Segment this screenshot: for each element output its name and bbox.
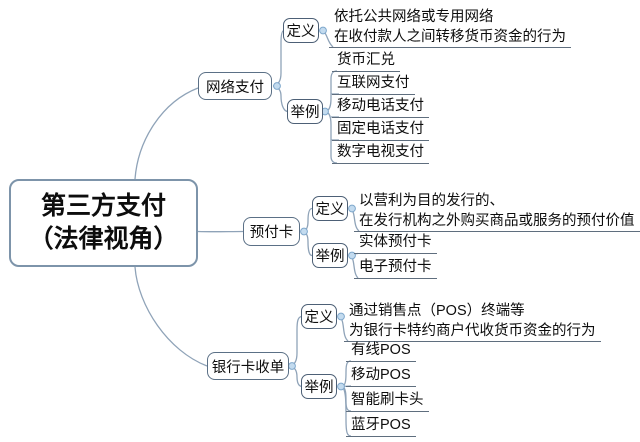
connector [272,85,289,113]
sub-node-examples-network[interactable]: 举例 [287,99,323,124]
leaf-definition-network[interactable]: 依托公共网络或专用网络 在收付款人之间转移货币资金的行为 [329,7,571,48]
definition-line: 在发行机构之外购买商品或服务的预付价值 [359,213,635,229]
leaf-definition-acquiring[interactable]: 通过销售点（POS）终端等 为银行卡特约商户代收货币资金的行为 [344,301,601,342]
collapse-handle-icon[interactable] [300,227,308,236]
leaf-example-wired-pos[interactable]: 有线POS [346,340,416,362]
collapse-handle-icon[interactable] [319,26,327,35]
leaf-example-mobile-pos[interactable]: 移动POS [346,365,416,387]
leaf-example-digital-tv-payment[interactable]: 数字电视支付 [332,142,429,164]
collapse-handle-icon[interactable] [348,204,356,213]
sub-node-definition-acquiring[interactable]: 定义 [301,304,337,329]
sub-node-examples-acquiring[interactable]: 举例 [301,374,337,399]
leaf-definition-prepaid[interactable]: 以营利为目的发行的、 在发行机构之外购买商品或服务的预付价值 [354,191,640,232]
branch-node-prepaid-card[interactable]: 预付卡 [243,217,300,246]
collapse-handle-icon[interactable] [337,382,345,391]
collapse-handle-icon[interactable] [288,362,296,370]
collapse-handle-icon[interactable] [348,251,356,260]
leaf-example-mobile-phone-payment[interactable]: 移动电话支付 [332,96,429,118]
connector [341,386,352,437]
connector [324,110,338,164]
definition-line: 依托公共网络或专用网络 [334,9,494,25]
leaf-example-electronic-prepaid-card[interactable]: 电子预付卡 [354,257,437,279]
collapse-handle-icon[interactable] [337,312,345,321]
root-title-line1: 第三方支付 [40,192,166,220]
definition-line: 以营利为目的发行的、 [359,193,504,209]
leaf-example-internet-payment[interactable]: 互联网支付 [332,73,415,95]
sub-node-definition-network[interactable]: 定义 [283,18,319,43]
connector [134,87,199,180]
leaf-example-bluetooth-pos[interactable]: 蓝牙POS [346,415,416,437]
leaf-example-smart-card-reader[interactable]: 智能刷卡头 [346,390,429,412]
leaf-example-currency-exchange[interactable]: 货币汇兑 [332,50,400,72]
connector [272,29,285,87]
branch-node-bank-card-acquiring[interactable]: 银行卡收单 [207,352,289,380]
sub-node-definition-prepaid[interactable]: 定义 [312,196,348,221]
connector [134,266,208,367]
definition-line: 通过销售点（POS）终端等 [349,303,525,319]
root-title-line2: （法律视角） [28,225,179,253]
definition-line: 在收付款人之间转移货币资金的行为 [334,29,566,45]
root-node[interactable]: 第三方支付 （法律视角） [9,179,198,267]
definition-line: 为银行卡特约商户代收货币资金的行为 [349,323,596,339]
sub-node-examples-prepaid[interactable]: 举例 [312,243,348,268]
branch-node-network-payment[interactable]: 网络支付 [198,72,272,100]
collapse-handle-icon[interactable] [273,82,281,90]
connector [289,315,303,367]
leaf-example-fixed-phone-payment[interactable]: 固定电话支付 [332,119,429,141]
leaf-example-physical-prepaid-card[interactable]: 实体预付卡 [354,232,437,254]
